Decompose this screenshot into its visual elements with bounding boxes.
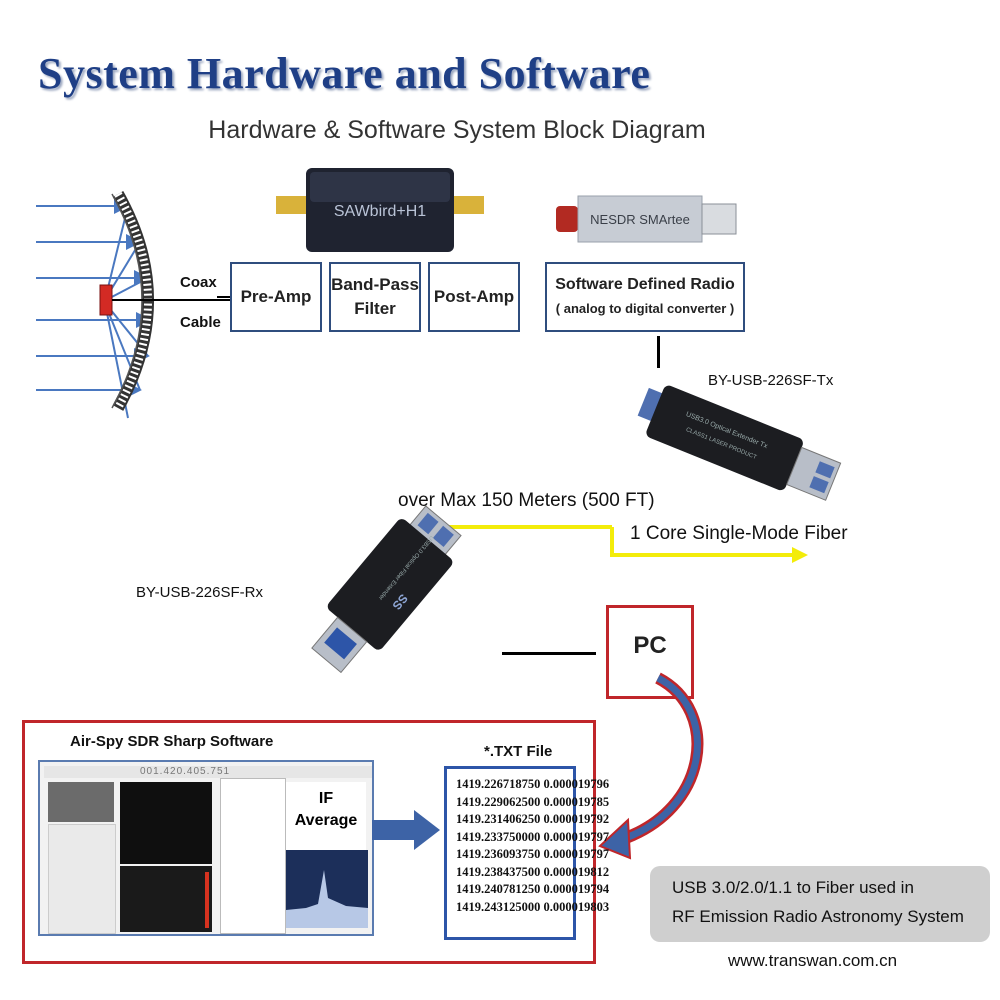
pc-to-txt-arrow xyxy=(598,672,704,860)
spectrum-view xyxy=(120,782,212,864)
txt-row: 1419.236093750 0.000019797 xyxy=(456,847,610,861)
software-frame xyxy=(22,720,596,964)
if-label-line2: Average xyxy=(294,812,358,829)
rx-extender-device: USB3.0 Optical Fiber Extender SS xyxy=(311,505,462,674)
pre-amp-block: Pre-Amp xyxy=(230,262,322,332)
sdr-block: Software Defined Radio ( analog to digit… xyxy=(545,262,745,332)
note-line2: RF Emission Radio Astronomy System xyxy=(672,907,964,926)
band-pass-label-line2: Filter xyxy=(354,299,396,318)
txt-row: 1419.231406250 0.000019792 xyxy=(456,812,610,826)
txt-row: 1419.243125000 0.000019803 xyxy=(456,899,610,914)
waterfall-view xyxy=(120,866,212,932)
txt-row: 1419.229062500 0.000019785 xyxy=(456,794,610,809)
diagram-subtitle: Hardware & Software System Block Diagram xyxy=(208,116,706,144)
txt-file-panel: 1419.226718750 0.000019796 1419.22906250… xyxy=(444,766,610,940)
pc-label: PC xyxy=(633,632,667,659)
if-label-line1: IF xyxy=(318,790,334,807)
txt-row: 1419.233750000 0.000019797 xyxy=(456,829,610,844)
sawbird-device-image: SAWbird+H1 xyxy=(276,168,484,252)
note-line1: USB 3.0/2.0/1.1 to Fiber used in xyxy=(672,878,914,897)
sdr-label-line2: ( analog to digital converter ) xyxy=(555,301,735,316)
software-title: Air-Spy SDR Sharp Software xyxy=(70,733,274,750)
post-amp-block: Post-Amp xyxy=(428,262,520,332)
pre-amp-label: Pre-Amp xyxy=(240,287,312,306)
fiber-distance-label: over Max 150 Meters (500 FT) xyxy=(398,490,655,511)
tx-extender-device: USB3.0 Optical Extender Tx CLASS1 LASER … xyxy=(637,385,842,501)
fiber-type-label: 1 Core Single-Mode Fiber xyxy=(630,523,848,544)
txt-row: 1419.238437500 0.000019812 xyxy=(456,864,610,879)
tx-device-name: BY-USB-226SF-Tx xyxy=(708,372,834,389)
feed-horn xyxy=(99,284,113,316)
frequency-display: 001.420.405.751 xyxy=(140,766,231,777)
txt-row: 1419.240781250 0.000019794 xyxy=(456,882,610,896)
nesdr-logo-text: NESDR SMArtee xyxy=(590,212,690,227)
cable-label: Cable xyxy=(180,314,221,331)
website-link[interactable]: www.transwan.com.cn xyxy=(728,951,898,970)
sawbird-logo-text: SAWbird+H1 xyxy=(334,203,426,220)
dish-antenna xyxy=(36,191,232,419)
coax-label: Coax xyxy=(180,274,217,291)
band-pass-filter-block: Band-Pass Filter xyxy=(329,262,421,332)
page-title: System Hardware and Software xyxy=(38,49,651,98)
txt-row: 1419.226718750 0.000019796 xyxy=(456,777,610,791)
to-txt-arrow xyxy=(372,810,440,850)
txt-file-title: *.TXT File xyxy=(484,743,553,760)
post-amp-label: Post-Amp xyxy=(433,287,515,306)
application-note xyxy=(650,866,990,942)
rx-device-name: BY-USB-226SF-Rx xyxy=(136,584,263,601)
if-average-plot xyxy=(286,850,368,928)
sdr-label-line1: Software Defined Radio xyxy=(555,276,735,293)
nesdr-device-image: NESDR SMArtee xyxy=(556,195,737,243)
pc-block: PC xyxy=(606,605,694,699)
rx-to-pc-line xyxy=(502,652,596,655)
band-pass-label-line1: Band-Pass xyxy=(331,275,419,294)
sdr-to-tx-line xyxy=(657,336,660,368)
